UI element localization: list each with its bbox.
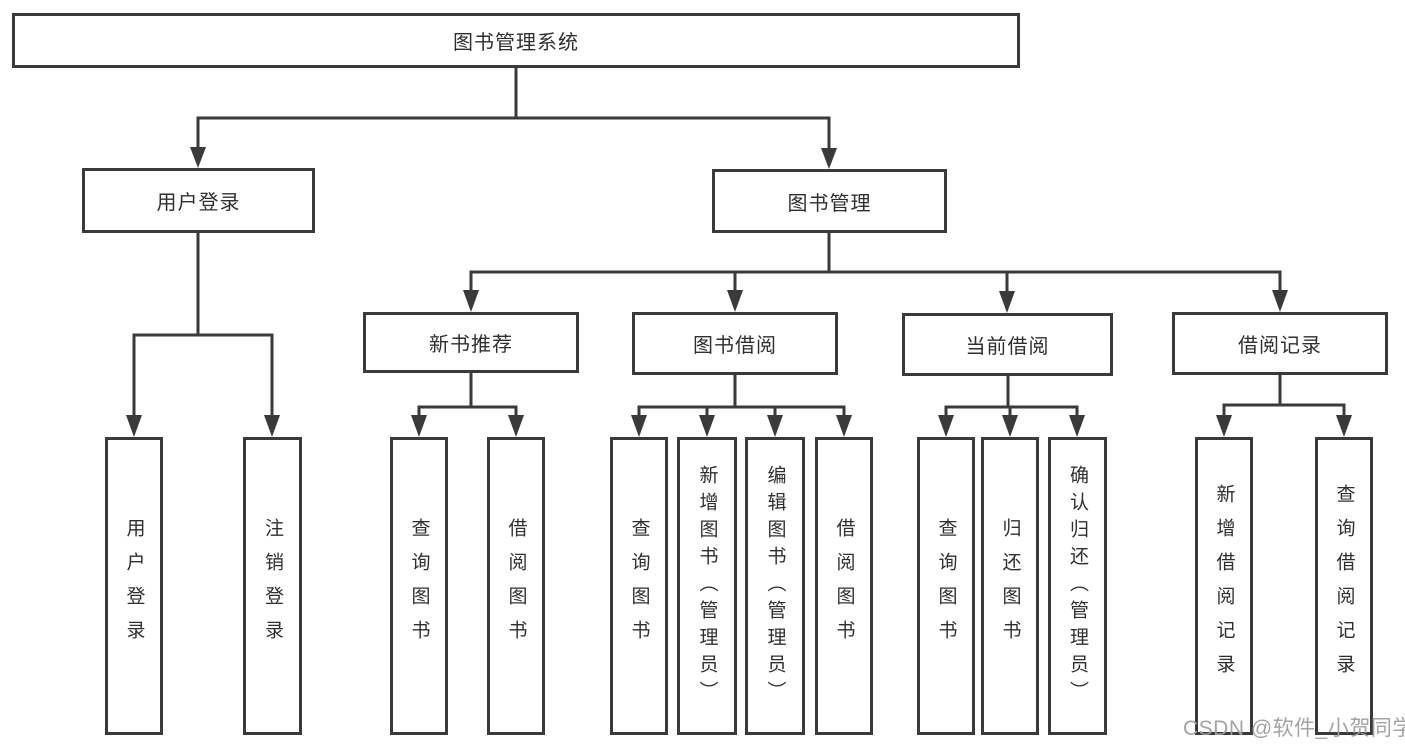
arrowhead	[631, 415, 647, 437]
arrowhead	[126, 415, 142, 437]
connector-user-login-to-leaves	[126, 231, 280, 437]
arrowhead	[411, 415, 427, 437]
leaf-label: 查询图书	[628, 518, 650, 654]
node-label: 新书推荐	[429, 334, 513, 356]
arrowhead	[1002, 415, 1018, 437]
leaf-label: 新增图书（管理员）	[696, 464, 718, 708]
arrowhead	[938, 415, 954, 437]
node-label: 图书借阅	[693, 335, 777, 357]
arrowhead	[836, 415, 852, 437]
connector-current-borrowing-to-leaves	[938, 374, 1085, 437]
arrowhead	[264, 415, 280, 437]
leaf-label: 查询图书	[935, 518, 957, 654]
arrowhead	[463, 290, 479, 312]
leaf-query-books: 查询图书	[917, 437, 975, 735]
connector-book-management-to-level3	[463, 231, 1288, 313]
node-current-borrowing: 当前借阅	[902, 313, 1113, 376]
connector-book-borrowing-to-leaves	[631, 373, 852, 437]
arrowhead	[767, 415, 783, 437]
node-book-management: 图书管理	[712, 169, 947, 233]
node-borrowing-records: 借阅记录	[1172, 312, 1388, 375]
arrowhead	[727, 290, 743, 312]
leaf-label: 归还图书	[999, 518, 1021, 654]
leaf-user-login: 用户登录	[105, 437, 163, 735]
leaf-add-borrow-record: 新增借阅记录	[1195, 437, 1253, 735]
arrowhead	[1216, 415, 1232, 437]
arrowhead	[821, 148, 837, 169]
arrowhead	[1336, 415, 1352, 437]
leaf-query-books: 查询图书	[390, 437, 448, 735]
leaf-label: 新增借阅记录	[1213, 484, 1235, 688]
leaf-query-books: 查询图书	[610, 437, 668, 735]
connector-new-book-to-leaves	[411, 371, 524, 437]
leaf-label: 编辑图书（管理员）	[764, 464, 786, 708]
leaf-query-borrow-record: 查询借阅记录	[1315, 437, 1373, 735]
leaf-add-book-admin: 新增图书（管理员）	[677, 437, 737, 735]
leaf-borrow-books: 借阅图书	[487, 437, 545, 735]
watermark: CSDN @软件_小贺同学	[1183, 717, 1405, 740]
connector-root-to-level2	[190, 66, 837, 169]
arrowhead	[1272, 290, 1288, 312]
arrowhead	[1069, 415, 1085, 437]
leaf-label: 借阅图书	[833, 518, 855, 654]
leaf-logout: 注销登录	[243, 437, 302, 735]
node-library-management-system: 图书管理系统	[12, 13, 1020, 68]
leaf-label: 查询图书	[408, 518, 430, 654]
connector-borrow-records-to-leaves	[1216, 373, 1352, 437]
leaf-label: 注销登录	[262, 518, 283, 654]
leaf-return-books: 归还图书	[981, 437, 1039, 735]
node-label: 图书管理	[787, 192, 872, 215]
leaf-label: 确认归还（管理员）	[1067, 464, 1088, 708]
node-new-book-recommendation: 新书推荐	[363, 312, 579, 373]
node-book-borrowing: 图书借阅	[632, 312, 838, 375]
node-label: 图书管理系统	[453, 32, 579, 54]
leaf-label: 查询借阅记录	[1333, 484, 1355, 688]
leaf-label: 借阅图书	[505, 518, 527, 654]
node-label: 用户登录	[156, 192, 241, 214]
leaf-edit-book-admin: 编辑图书（管理员）	[745, 437, 805, 735]
arrowhead	[999, 291, 1015, 313]
arrowhead	[699, 415, 715, 437]
arrowhead	[190, 147, 206, 168]
node-label: 借阅记录	[1238, 335, 1322, 357]
leaf-label: 用户登录	[123, 518, 145, 654]
node-user-login: 用户登录	[82, 168, 315, 233]
leaf-confirm-return-admin: 确认归还（管理员）	[1048, 437, 1107, 735]
leaf-borrow-books: 借阅图书	[815, 437, 873, 735]
node-label: 当前借阅	[965, 336, 1050, 358]
arrowhead	[508, 415, 524, 437]
